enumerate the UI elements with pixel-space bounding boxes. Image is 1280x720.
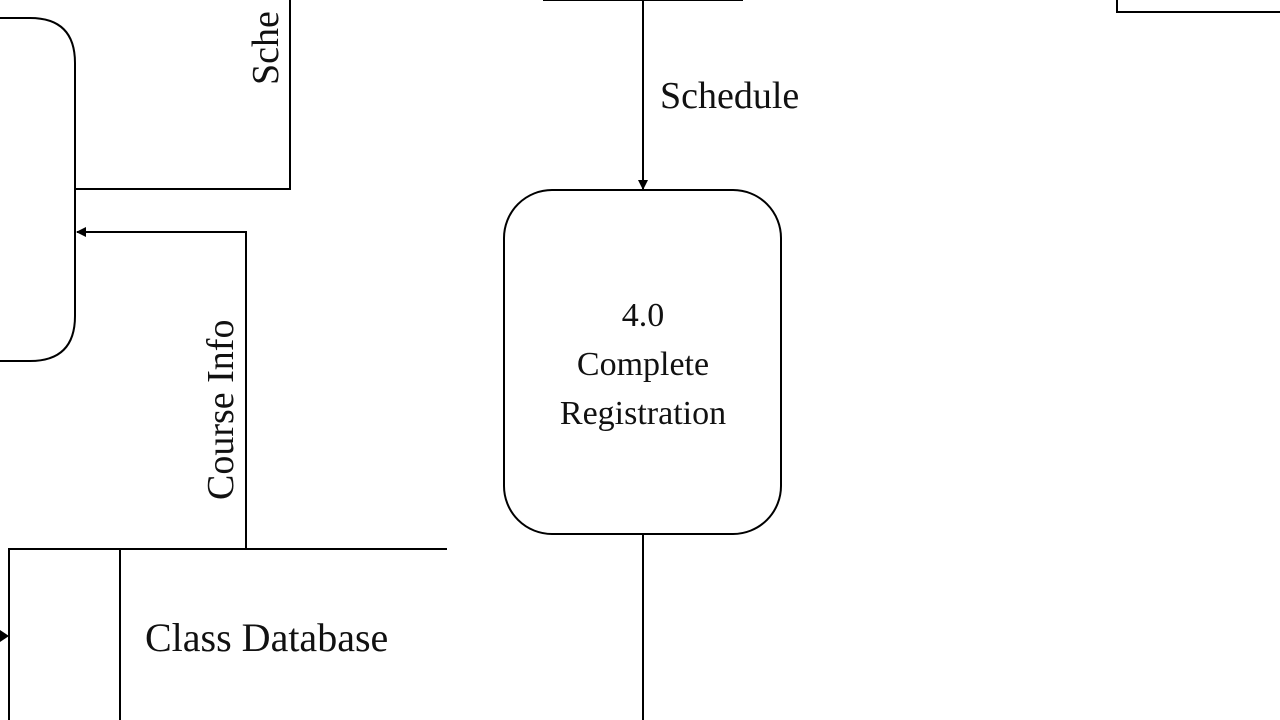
process-name-line2: Registration [560, 395, 726, 432]
data-store-label: Class Database [145, 615, 388, 660]
course-info-flow-label: Course Info [200, 320, 242, 500]
schedule-flow-label: Schedule [660, 75, 799, 117]
course-info-flow-line [76, 227, 247, 549]
process-name-line1: Complete [577, 346, 709, 383]
schedule-left-flow-label: Sche [245, 11, 287, 85]
data-store-incoming-arrow [0, 630, 9, 642]
left-process-shape [0, 17, 76, 362]
schedule-left-flow-line [75, 0, 291, 190]
data-store-outline [8, 548, 447, 720]
process-number: 4.0 [622, 297, 665, 334]
top-right-entity-edge [1116, 0, 1280, 13]
